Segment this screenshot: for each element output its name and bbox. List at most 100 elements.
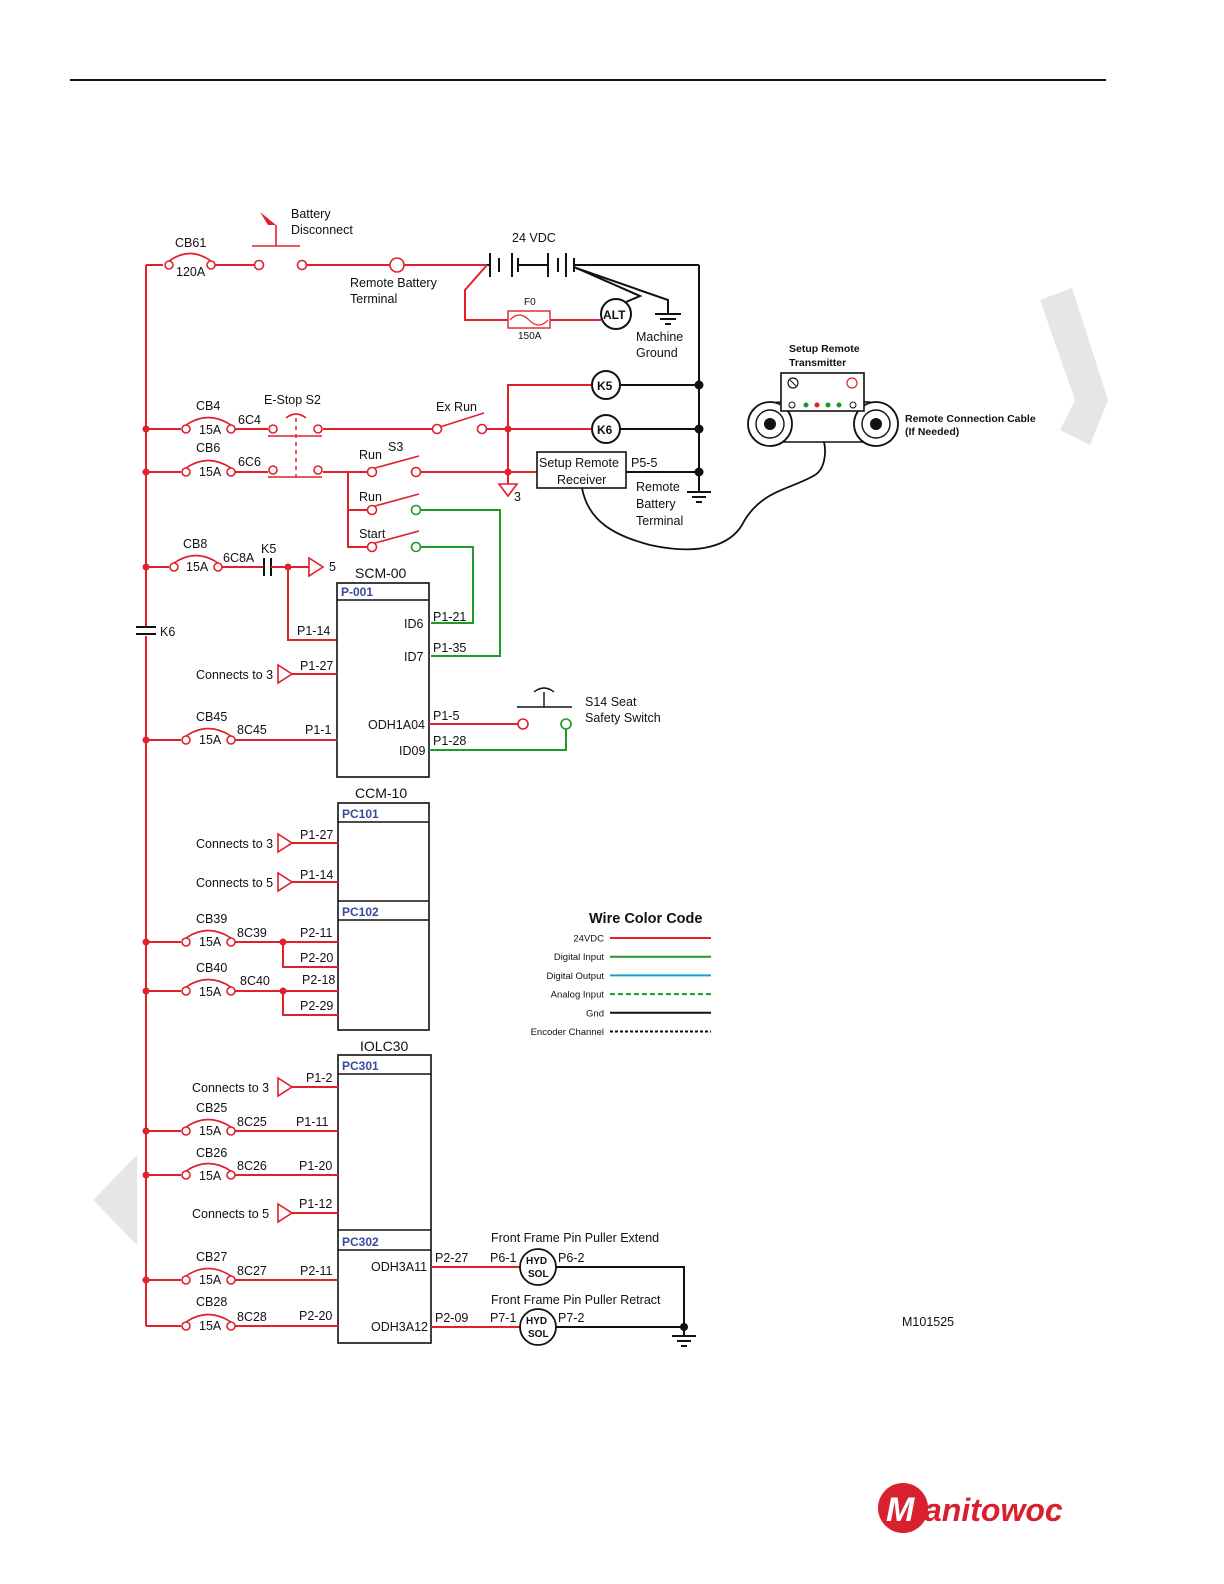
s3-start-switch: Start bbox=[359, 527, 422, 553]
iolc30-module: IOLC30 PC301 PC302 P1-2 P1-11 P1-20 P1-1… bbox=[296, 1038, 468, 1344]
k5-contact: K5 bbox=[261, 542, 276, 576]
cb26-name: CB26 bbox=[196, 1146, 227, 1160]
cb26-wire: 8C26 bbox=[237, 1159, 267, 1173]
ccm-connects-to-5-flag bbox=[277, 871, 294, 893]
legend-label: Digital Output bbox=[546, 971, 604, 982]
cb8-breaker: CB8 15A 6C8A bbox=[169, 537, 255, 574]
legend-title: Wire Color Code bbox=[589, 911, 702, 927]
iolc-p2-27: P2-27 bbox=[435, 1251, 468, 1265]
cb4-name: CB4 bbox=[196, 399, 220, 413]
extend-p-in: P6-1 bbox=[490, 1251, 516, 1265]
cb39-rating: 15A bbox=[199, 935, 222, 949]
remote-battery-terminal-label-1: Remote Battery bbox=[350, 276, 438, 290]
cb61-breaker: CB61 120A bbox=[164, 236, 216, 279]
ccm-connects-to-3-label: Connects to 3 bbox=[196, 837, 273, 851]
iolc-p1-20: P1-20 bbox=[299, 1159, 332, 1173]
ccm-10-module: CCM-10 PC101 PC102 P1-27 P1-14 P2-11 P2-… bbox=[300, 785, 430, 1031]
cb25-wire: 8C25 bbox=[237, 1115, 267, 1129]
legend-label: Analog Input bbox=[551, 990, 605, 1001]
ccm-p2-11: P2-11 bbox=[300, 926, 332, 940]
machine-ground-icon bbox=[655, 313, 681, 325]
ccm-p1-27: P1-27 bbox=[300, 828, 333, 842]
flag-5-label: 5 bbox=[329, 560, 336, 574]
extend-p-out: P6-2 bbox=[558, 1251, 584, 1265]
k6-contact: K6 bbox=[136, 625, 175, 639]
receiver-label-2: Receiver bbox=[557, 473, 606, 487]
ccm-p1-14: P1-14 bbox=[300, 868, 333, 882]
battery-disconnect-label-1: Battery bbox=[291, 207, 331, 221]
cb8-rating: 15A bbox=[186, 560, 209, 574]
iolc-connects-to-3-label: Connects to 3 bbox=[192, 1081, 269, 1095]
s3-label: S3 bbox=[388, 440, 403, 454]
seat-switch-label-2: Safety Switch bbox=[585, 711, 661, 725]
flag-3-ground: 3 bbox=[497, 483, 521, 504]
iolc-connector-1: PC301 bbox=[342, 1059, 379, 1073]
k5-contact-label: K5 bbox=[261, 542, 276, 556]
logo-mark: M bbox=[886, 1491, 915, 1529]
battery-disconnect-label-2: Disconnect bbox=[291, 223, 353, 237]
machine-ground-label-1: Machine bbox=[636, 330, 683, 344]
cb45-name: CB45 bbox=[196, 710, 227, 724]
cb27-breaker: CB27 15A 8C27 bbox=[181, 1250, 267, 1287]
scm-connector: P-001 bbox=[341, 585, 373, 599]
scm-id7: ID7 bbox=[404, 650, 424, 664]
iolc-p2-11: P2-11 bbox=[300, 1264, 332, 1278]
s3-run2-label: Run bbox=[359, 490, 382, 504]
iolc-p1-12: P1-12 bbox=[299, 1197, 332, 1211]
iolc-p1-2: P1-2 bbox=[306, 1071, 332, 1085]
legend-label: Digital Input bbox=[554, 952, 605, 963]
estop-label: E-Stop S2 bbox=[264, 393, 321, 407]
cb40-wire: 8C40 bbox=[240, 974, 270, 988]
cb40-breaker: CB40 15A 8C40 bbox=[181, 961, 270, 999]
scm-p1-35: P1-35 bbox=[433, 641, 466, 655]
ccm-connector-1: PC101 bbox=[342, 807, 379, 821]
iolc-odh3a11: ODH3A11 bbox=[371, 1260, 427, 1274]
iolc-odh3a12: ODH3A12 bbox=[371, 1320, 428, 1334]
extend-sol-label-1: HYD bbox=[526, 1256, 547, 1267]
ccm-connector-2: PC102 bbox=[342, 905, 379, 919]
remote-connection-cable bbox=[581, 441, 826, 551]
setup-remote-transmitter: Setup Remote Transmitter Remote Connecti… bbox=[747, 343, 1036, 447]
scm-p1-28: P1-28 bbox=[433, 734, 466, 748]
remote-battery-terminal-icon bbox=[389, 257, 405, 273]
retract-p-out: P7-2 bbox=[558, 1311, 584, 1325]
cb61-name: CB61 bbox=[175, 236, 206, 250]
extend-sol-label-2: SOL bbox=[528, 1269, 549, 1280]
k6-contact-label: K6 bbox=[160, 625, 175, 639]
retract-title: Front Frame Pin Puller Retract bbox=[491, 1293, 661, 1307]
iolc-p1-11: P1-11 bbox=[296, 1115, 328, 1129]
watermark-left bbox=[93, 1155, 137, 1245]
scm-00-module: SCM-00 P-001 P1-14 P1-27 P1-1 ID6 ID7 OD… bbox=[297, 565, 466, 778]
cb39-name: CB39 bbox=[196, 912, 227, 926]
k6-label: K6 bbox=[597, 423, 613, 437]
cb45-wire: 8C45 bbox=[237, 723, 267, 737]
seat-switch-terminal-2 bbox=[560, 718, 572, 730]
k6-relay: K6 bbox=[591, 414, 621, 444]
watermark-right bbox=[1040, 288, 1108, 445]
iolc-title: IOLC30 bbox=[360, 1038, 408, 1054]
solenoid-ground-icon bbox=[672, 1327, 696, 1347]
cb25-rating: 15A bbox=[199, 1124, 222, 1138]
iolc-connects-to-3-flag bbox=[277, 1076, 294, 1098]
pin-puller-retract-solenoid: HYD SOL Front Frame Pin Puller Retract P… bbox=[490, 1293, 661, 1346]
seat-switch-terminal-1 bbox=[517, 718, 529, 730]
cb26-rating: 15A bbox=[199, 1169, 222, 1183]
cb6-rating: 15A bbox=[199, 465, 222, 479]
scm-odh1a04: ODH1A04 bbox=[368, 718, 425, 732]
cb39-breaker: CB39 15A 8C39 bbox=[181, 912, 267, 949]
scm-p1-27: P1-27 bbox=[300, 659, 333, 673]
cb28-breaker: CB28 15A 8C28 bbox=[181, 1295, 267, 1333]
retract-sol-label-2: SOL bbox=[528, 1329, 549, 1340]
scm-connects-to-3-flag bbox=[277, 663, 294, 685]
flag-5: 5 bbox=[308, 556, 336, 578]
fuse-rating: 150A bbox=[518, 331, 542, 342]
transmitter-label-1: Setup Remote bbox=[789, 343, 860, 355]
ex-run-switch: Ex Run bbox=[431, 400, 488, 435]
cb28-wire: 8C28 bbox=[237, 1310, 267, 1324]
scm-id09: ID09 bbox=[399, 744, 425, 758]
cb28-rating: 15A bbox=[199, 1319, 222, 1333]
cb27-rating: 15A bbox=[199, 1273, 222, 1287]
s14-seat-switch: S14 Seat Safety Switch bbox=[517, 687, 661, 725]
cb25-breaker: CB25 15A 8C25 bbox=[181, 1101, 267, 1138]
